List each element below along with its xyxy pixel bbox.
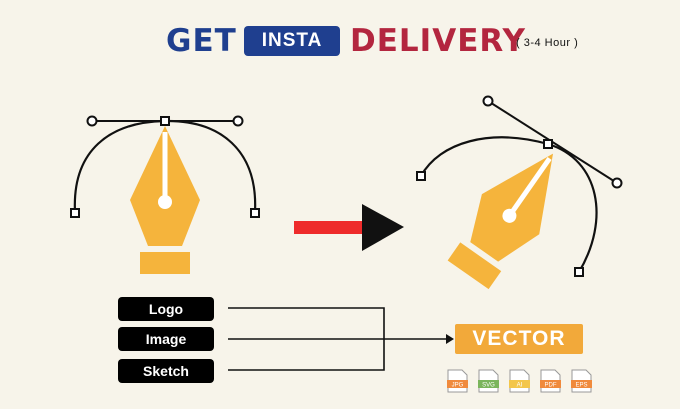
ai-label: AI	[517, 383, 523, 389]
eps-file-icon: EPS	[571, 369, 592, 393]
connector-lines	[228, 307, 454, 371]
jpg-label: JPG	[452, 383, 464, 389]
right-handle-node	[611, 177, 623, 189]
left-nib-hole	[158, 195, 172, 209]
endpoint-square	[416, 171, 426, 181]
connector-arrowhead-icon	[446, 334, 454, 344]
vector-output-badge: VECTOR	[455, 324, 583, 354]
svg-label: SVG	[482, 383, 495, 389]
header-hours: ( 3-4 Hour )	[516, 37, 579, 49]
endpoint-square	[574, 267, 584, 277]
header-delivery: DELIVERY	[350, 23, 526, 59]
left-handle-node	[86, 115, 98, 127]
right-pen-tool-icon	[416, 95, 623, 290]
left-nib-base	[140, 252, 190, 274]
anchor-square	[543, 139, 553, 149]
endpoint-square	[70, 208, 80, 218]
left-handle-node	[482, 95, 494, 107]
input-pill-sketch: Sketch	[118, 359, 214, 383]
input-pill-image: Image	[118, 327, 214, 351]
anchor-square	[160, 116, 170, 126]
header: GET INSTA DELIVERY ( 3-4 Hour )	[0, 22, 680, 62]
input-pill-logo: Logo	[118, 297, 214, 321]
eps-label: EPS	[575, 383, 587, 389]
endpoint-square	[250, 208, 260, 218]
ai-file-icon: AI	[509, 369, 530, 393]
file-format-icons: JPG SVG AI PDF EPS	[447, 369, 592, 393]
header-get: GET	[166, 23, 237, 59]
header-insta-badge: INSTA	[244, 26, 340, 56]
pdf-label: PDF	[545, 383, 557, 389]
pdf-file-icon: PDF	[540, 369, 561, 393]
right-handle-node	[232, 115, 244, 127]
arrow-right-icon	[294, 204, 404, 251]
right-nib-hole	[502, 208, 517, 223]
right-nib-slit	[510, 157, 552, 213]
svg-file-icon: SVG	[478, 369, 499, 393]
jpg-file-icon: JPG	[447, 369, 468, 393]
right-nib-base	[447, 242, 502, 290]
left-pen-tool-icon	[70, 115, 260, 274]
